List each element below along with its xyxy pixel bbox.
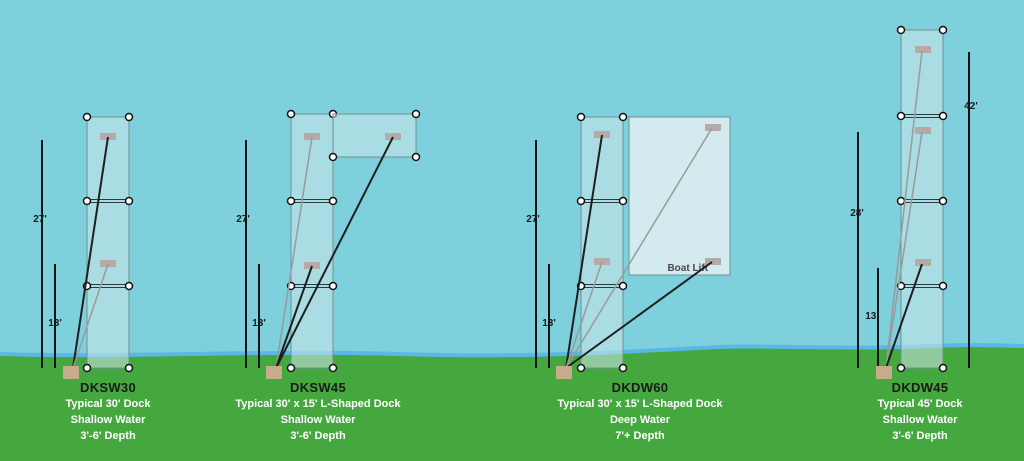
lift-cable xyxy=(565,261,713,369)
caption-dkdw45: DKDW45 Typical 45' Dock Shallow Water 3'… xyxy=(800,380,1024,444)
winch-motor xyxy=(915,127,931,134)
winch-motor xyxy=(385,133,401,140)
dimension-label: 27' xyxy=(236,214,250,225)
lift-cable xyxy=(275,136,394,369)
dock-post xyxy=(896,25,906,35)
caption-line: 3'-6' Depth xyxy=(80,430,136,442)
winch-motor xyxy=(594,131,610,138)
dock-post xyxy=(618,281,628,291)
lift-cable xyxy=(275,265,313,369)
dock-post xyxy=(938,196,948,206)
boat-lift-label: Boat Lift xyxy=(667,263,708,274)
winch-motor xyxy=(100,133,116,140)
dock-post xyxy=(328,152,338,162)
dock-post xyxy=(82,363,92,373)
lift-cable xyxy=(565,134,603,369)
winch-motor xyxy=(705,124,721,131)
dock-post xyxy=(286,109,296,119)
dock-post xyxy=(328,281,338,291)
dock-post xyxy=(82,196,92,206)
dock-section xyxy=(86,116,130,369)
dock-post xyxy=(938,111,948,121)
dimension-label: 13' xyxy=(542,318,556,329)
dock-post xyxy=(938,281,948,291)
caption-line: Shallow Water xyxy=(882,414,958,426)
caption-line: Shallow Water xyxy=(70,414,146,426)
dimension-label: 13' xyxy=(48,318,62,329)
winch-motor xyxy=(915,46,931,53)
lift-cable xyxy=(885,263,923,369)
caption-line: Typical 45' Dock xyxy=(877,398,963,410)
dock-post xyxy=(411,109,421,119)
anchor-base xyxy=(63,366,79,379)
boat-lift-panel xyxy=(628,116,731,276)
lift-cable xyxy=(885,50,923,369)
dimension-label: 27' xyxy=(526,214,540,225)
lift-cable xyxy=(885,131,923,369)
anchor-base xyxy=(266,366,282,379)
winch-motor xyxy=(705,258,721,265)
caption-dksw30: DKSW30 Typical 30' Dock Shallow Water 3'… xyxy=(0,380,228,444)
dock-post xyxy=(618,196,628,206)
dock-section xyxy=(332,113,417,158)
caption-line: 3'-6' Depth xyxy=(892,430,948,442)
dock-post xyxy=(286,363,296,373)
lift-cable xyxy=(72,136,109,369)
dock-code: DKDW60 xyxy=(611,380,669,395)
dock-section xyxy=(580,116,624,369)
dock-post xyxy=(124,196,134,206)
dock-post xyxy=(124,363,134,373)
dock-post xyxy=(328,363,338,373)
dock-code: DKSW45 xyxy=(290,380,346,395)
anchor-base xyxy=(556,366,572,379)
dock-post xyxy=(576,112,586,122)
dock-post xyxy=(938,25,948,35)
dock-code: DKSW30 xyxy=(80,380,136,395)
lift-cable xyxy=(275,136,313,369)
dock-post xyxy=(411,152,421,162)
dock-section xyxy=(290,113,334,369)
dock-post xyxy=(896,196,906,206)
caption-line: 7'+ Depth xyxy=(615,430,665,442)
caption-line: Shallow Water xyxy=(280,414,356,426)
dock-post xyxy=(286,196,296,206)
caption-line: Typical 30' x 15' L-Shaped Dock xyxy=(235,398,401,410)
lift-cable xyxy=(72,263,109,369)
caption-line: Typical 30' Dock xyxy=(65,398,151,410)
caption-line: Deep Water xyxy=(609,414,671,426)
winch-motor xyxy=(594,258,610,265)
dimension-label: 13' xyxy=(252,318,266,329)
dock-post xyxy=(328,196,338,206)
winch-motor xyxy=(915,259,931,266)
dimension-label: 13' xyxy=(865,311,879,322)
caption-line: Typical 30' x 15' L-Shaped Dock xyxy=(557,398,723,410)
lift-cable xyxy=(565,261,603,369)
dock-post xyxy=(576,196,586,206)
caption-dksw45: DKSW45 Typical 30' x 15' L-Shaped Dock S… xyxy=(198,380,438,444)
lift-cable xyxy=(565,127,713,369)
anchor-base xyxy=(876,366,892,379)
ground xyxy=(0,347,1024,461)
winch-motor xyxy=(304,133,320,140)
dock-post xyxy=(618,112,628,122)
dock-post xyxy=(618,363,628,373)
winch-motor xyxy=(100,260,116,267)
dock-code: DKDW45 xyxy=(891,380,949,395)
caption-dkdw60: DKDW60 Typical 30' x 15' L-Shaped Dock D… xyxy=(520,380,760,444)
dimension-label: 27' xyxy=(33,214,47,225)
dock-post xyxy=(124,281,134,291)
caption-line: 3'-6' Depth xyxy=(290,430,346,442)
dock-post xyxy=(124,112,134,122)
dimension-label: 28' xyxy=(850,208,864,219)
winch-motor xyxy=(304,262,320,269)
dock-post xyxy=(896,363,906,373)
dock-post xyxy=(576,363,586,373)
dock-post xyxy=(938,363,948,373)
dock-post xyxy=(896,111,906,121)
dock-post xyxy=(82,112,92,122)
dimension-label: 42' xyxy=(964,101,978,112)
